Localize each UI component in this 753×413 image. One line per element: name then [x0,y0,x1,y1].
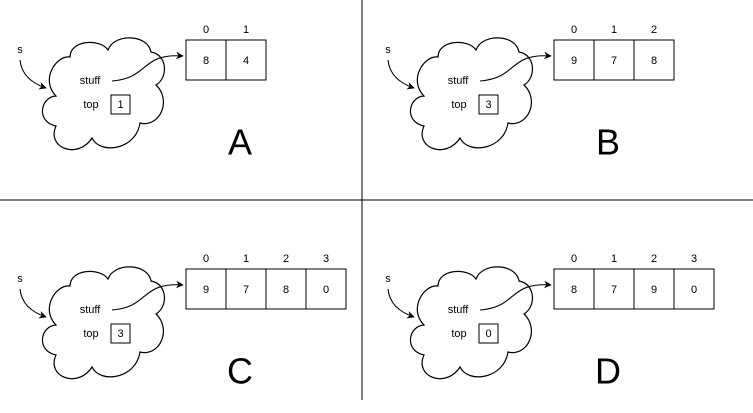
array-index-label: 2 [651,253,657,265]
struct-cloud [409,266,533,380]
variable-s-label: s [385,44,391,56]
top-label: top [451,99,466,111]
array-index-label: 1 [243,253,249,265]
array-index-label: 3 [691,253,697,265]
top-value-box [478,94,499,115]
variable-s-label: s [17,273,23,285]
stuff-pointer-arrow [479,51,552,82]
array-index-label: 1 [243,24,249,36]
array-cell-value: 0 [323,284,329,296]
array-index-label: 3 [323,253,329,265]
variable-pointer-arrow [19,288,47,319]
array-cell [593,39,635,81]
array-cell-value: 7 [243,284,249,296]
top-value-box [478,323,499,344]
variable-pointer-arrow [19,59,47,90]
array-cell-value: 8 [651,55,657,67]
stuff-label: stuff [448,75,470,87]
array-cell-value: 9 [651,284,657,296]
panel-c: s stuff top 3 9 0 7 1 8 2 0 3C [17,253,347,392]
array-index-label: 0 [203,253,209,265]
array-cell-value: 9 [571,55,577,67]
array-index-label: 0 [571,253,577,265]
stuff-label: stuff [80,304,102,316]
top-value-box [110,94,131,115]
array-cell-value: 4 [243,55,249,67]
top-label: top [83,99,98,111]
variable-pointer-arrow [387,59,415,90]
panel-label: D [595,351,621,392]
top-label: top [83,328,98,340]
array-cell [225,39,267,81]
array-cell [633,268,675,310]
array-cell [225,268,267,310]
array-cell [553,268,595,310]
array-index-label: 1 [611,24,617,36]
array-index-label: 0 [571,24,577,36]
struct-cloud [41,266,165,380]
array-index-label: 2 [651,24,657,36]
stuff-pointer-arrow [111,280,184,311]
array-cell [633,39,675,81]
variable-s-label: s [385,273,391,285]
top-value-box [110,323,131,344]
array-cell [305,268,347,310]
array-cell [265,268,307,310]
top-label: top [451,328,466,340]
panel-label: B [596,122,620,163]
panel-a: s stuff top 1 8 0 4 1A [17,24,267,163]
panel-label: A [228,122,252,163]
panel-d: s stuff top 0 8 0 7 1 9 2 0 3D [385,253,715,392]
array-index-label: 0 [203,24,209,36]
array-cell-value: 7 [611,55,617,67]
stuff-pointer-arrow [111,51,184,82]
array-cell [185,268,227,310]
array-index-label: 1 [611,253,617,265]
array-cell-value: 0 [691,284,697,296]
panel-label: C [227,351,253,392]
array-cell-value: 8 [283,284,289,296]
struct-cloud [409,37,533,151]
array-cell [553,39,595,81]
top-value: 0 [485,328,491,340]
stuff-pointer-arrow [479,280,552,311]
array-cell-value: 9 [203,284,209,296]
array-cell-value: 8 [571,284,577,296]
top-value: 3 [117,328,123,340]
struct-cloud [41,37,165,151]
variable-pointer-arrow [387,288,415,319]
stuff-label: stuff [448,304,470,316]
array-cell-value: 8 [203,55,209,67]
stuff-label: stuff [80,75,102,87]
panel-b: s stuff top 3 9 0 7 1 8 2B [385,24,675,163]
array-cell [673,268,715,310]
array-index-label: 2 [283,253,289,265]
array-cell [185,39,227,81]
array-cell-value: 7 [611,284,617,296]
top-value: 1 [117,99,123,111]
top-value: 3 [485,99,491,111]
variable-s-label: s [17,44,23,56]
